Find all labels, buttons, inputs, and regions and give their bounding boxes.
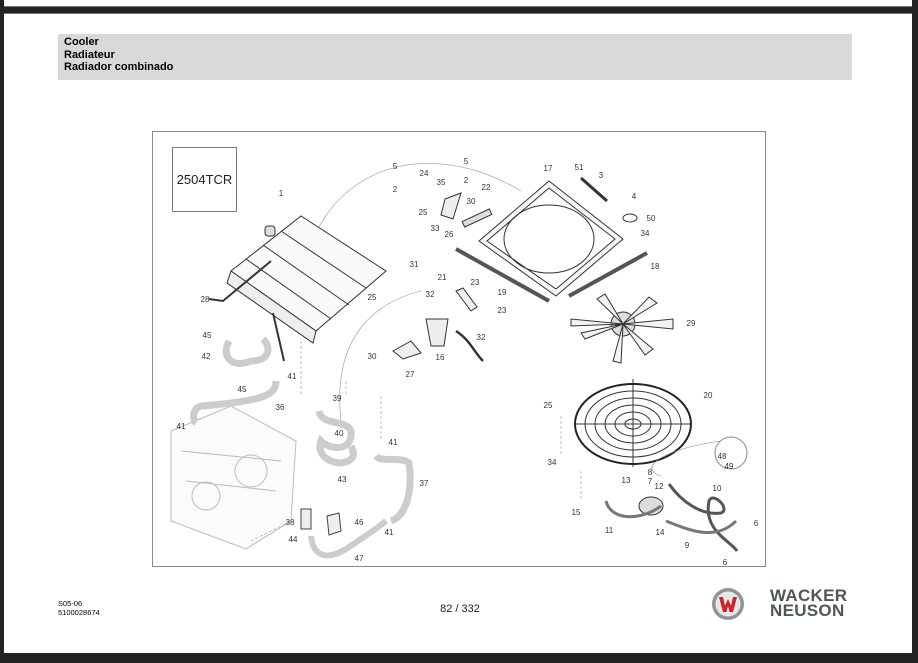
callout-part-number: 42 — [202, 352, 211, 361]
callout-part-number: 35 — [437, 178, 446, 187]
previous-page-edge — [4, 0, 912, 7]
callout-part-number: 13 — [622, 476, 631, 485]
callout-part-number: 19 — [498, 288, 507, 297]
fan-guard — [574, 379, 692, 467]
callout-part-number: 41 — [389, 438, 398, 447]
callout-part-number: 30 — [368, 352, 377, 361]
callout-part-number: 26 — [445, 230, 454, 239]
callout-part-number: 2 — [464, 176, 469, 185]
callout-part-number: 20 — [704, 391, 713, 400]
wacker-neuson-logo-icon — [712, 588, 744, 620]
fan-shroud — [455, 176, 648, 303]
callout-part-number: 41 — [385, 528, 394, 537]
callout-part-number: 45 — [238, 385, 247, 394]
callout-part-number: 16 — [436, 353, 445, 362]
callout-part-number: 31 — [410, 260, 419, 269]
callout-part-number: 47 — [355, 554, 364, 563]
callout-part-number: 37 — [420, 479, 429, 488]
callout-part-number: 1 — [279, 189, 284, 198]
callout-part-number: 28 — [201, 295, 210, 304]
title-spanish: Radiador combinado — [64, 61, 174, 73]
callout-part-number: 39 — [333, 394, 342, 403]
exploded-parts-diagram: 2504TCR — [152, 131, 766, 567]
callout-part-number: 18 — [651, 262, 660, 271]
callout-part-number: 34 — [641, 229, 650, 238]
callout-part-number: 4 — [632, 192, 637, 201]
callout-part-number: 22 — [482, 183, 491, 192]
callout-part-number: 34 — [548, 458, 557, 467]
callout-part-number: 23 — [471, 278, 480, 287]
callout-part-number: 15 — [572, 508, 581, 517]
callout-part-number: 41 — [288, 372, 297, 381]
callout-part-number: 9 — [685, 541, 690, 550]
callout-part-number: 50 — [647, 214, 656, 223]
section-header: Cooler Radiateur Radiador combinado — [58, 34, 852, 80]
callout-part-number: 40 — [335, 429, 344, 438]
title-french: Radiateur — [64, 48, 115, 61]
callout-part-number: 21 — [438, 273, 447, 282]
callout-part-number: 38 — [286, 518, 295, 527]
callout-part-number: 6 — [754, 519, 759, 528]
callout-part-number: 23 — [498, 306, 507, 315]
section-code: S05-06 — [58, 599, 83, 608]
callout-part-number: 43 — [338, 475, 347, 484]
callout-part-number: 10 — [713, 484, 722, 493]
fan — [570, 293, 674, 364]
callout-part-number: 24 — [420, 169, 429, 178]
callout-part-number: 33 — [431, 224, 440, 233]
document-number: 5100028674 — [58, 607, 100, 617]
callout-part-number: 14 — [656, 528, 665, 537]
callout-part-number: 12 — [655, 482, 664, 491]
callout-part-number: 25 — [419, 208, 428, 217]
callout-part-number: 32 — [426, 290, 435, 299]
callout-part-number: 51 — [575, 163, 584, 172]
callout-part-number: 44 — [289, 535, 298, 544]
engine — [170, 405, 297, 550]
callout-part-number: 2 — [393, 185, 398, 194]
callout-part-number: 32 — [477, 333, 486, 342]
callout-part-number: 6 — [723, 558, 728, 566]
callout-part-number: 11 — [605, 526, 614, 535]
page-number: 82 / 332 — [440, 603, 480, 615]
callout-part-number: 25 — [544, 401, 553, 410]
callout-part-number: 27 — [406, 370, 415, 379]
model-label: 2504TCR — [172, 147, 237, 212]
callout-part-number: 29 — [687, 319, 696, 328]
callout-part-number: 49 — [725, 462, 734, 471]
callout-part-number: 36 — [276, 403, 285, 412]
document-codes: S05-06 5100028674 — [58, 599, 100, 617]
callout-part-number: 41 — [177, 422, 186, 431]
callout-part-number: 48 — [718, 452, 727, 461]
callout-part-number: 30 — [467, 197, 476, 206]
brand-line-1: WACKER — [770, 586, 848, 605]
title-english: Cooler — [64, 36, 99, 48]
callout-part-number: 45 — [203, 331, 212, 340]
radiator — [208, 215, 387, 362]
callout-part-number: 17 — [544, 164, 553, 173]
callout-part-number: 8 — [648, 468, 653, 477]
callout-part-number: 5 — [464, 157, 469, 166]
brand-line-2: NEUSON — [770, 601, 845, 620]
callout-part-number: 5 — [393, 162, 398, 171]
diagram-drawing: 5524235222175134302550332634181312123193… — [170, 157, 759, 566]
callout-part-number: 25 — [368, 293, 377, 302]
callout-part-number: 46 — [355, 518, 364, 527]
brand-wordmark: WACKER NEUSON — [770, 586, 848, 620]
callout-part-number: 7 — [648, 477, 653, 486]
callout-part-number: 3 — [599, 171, 604, 180]
